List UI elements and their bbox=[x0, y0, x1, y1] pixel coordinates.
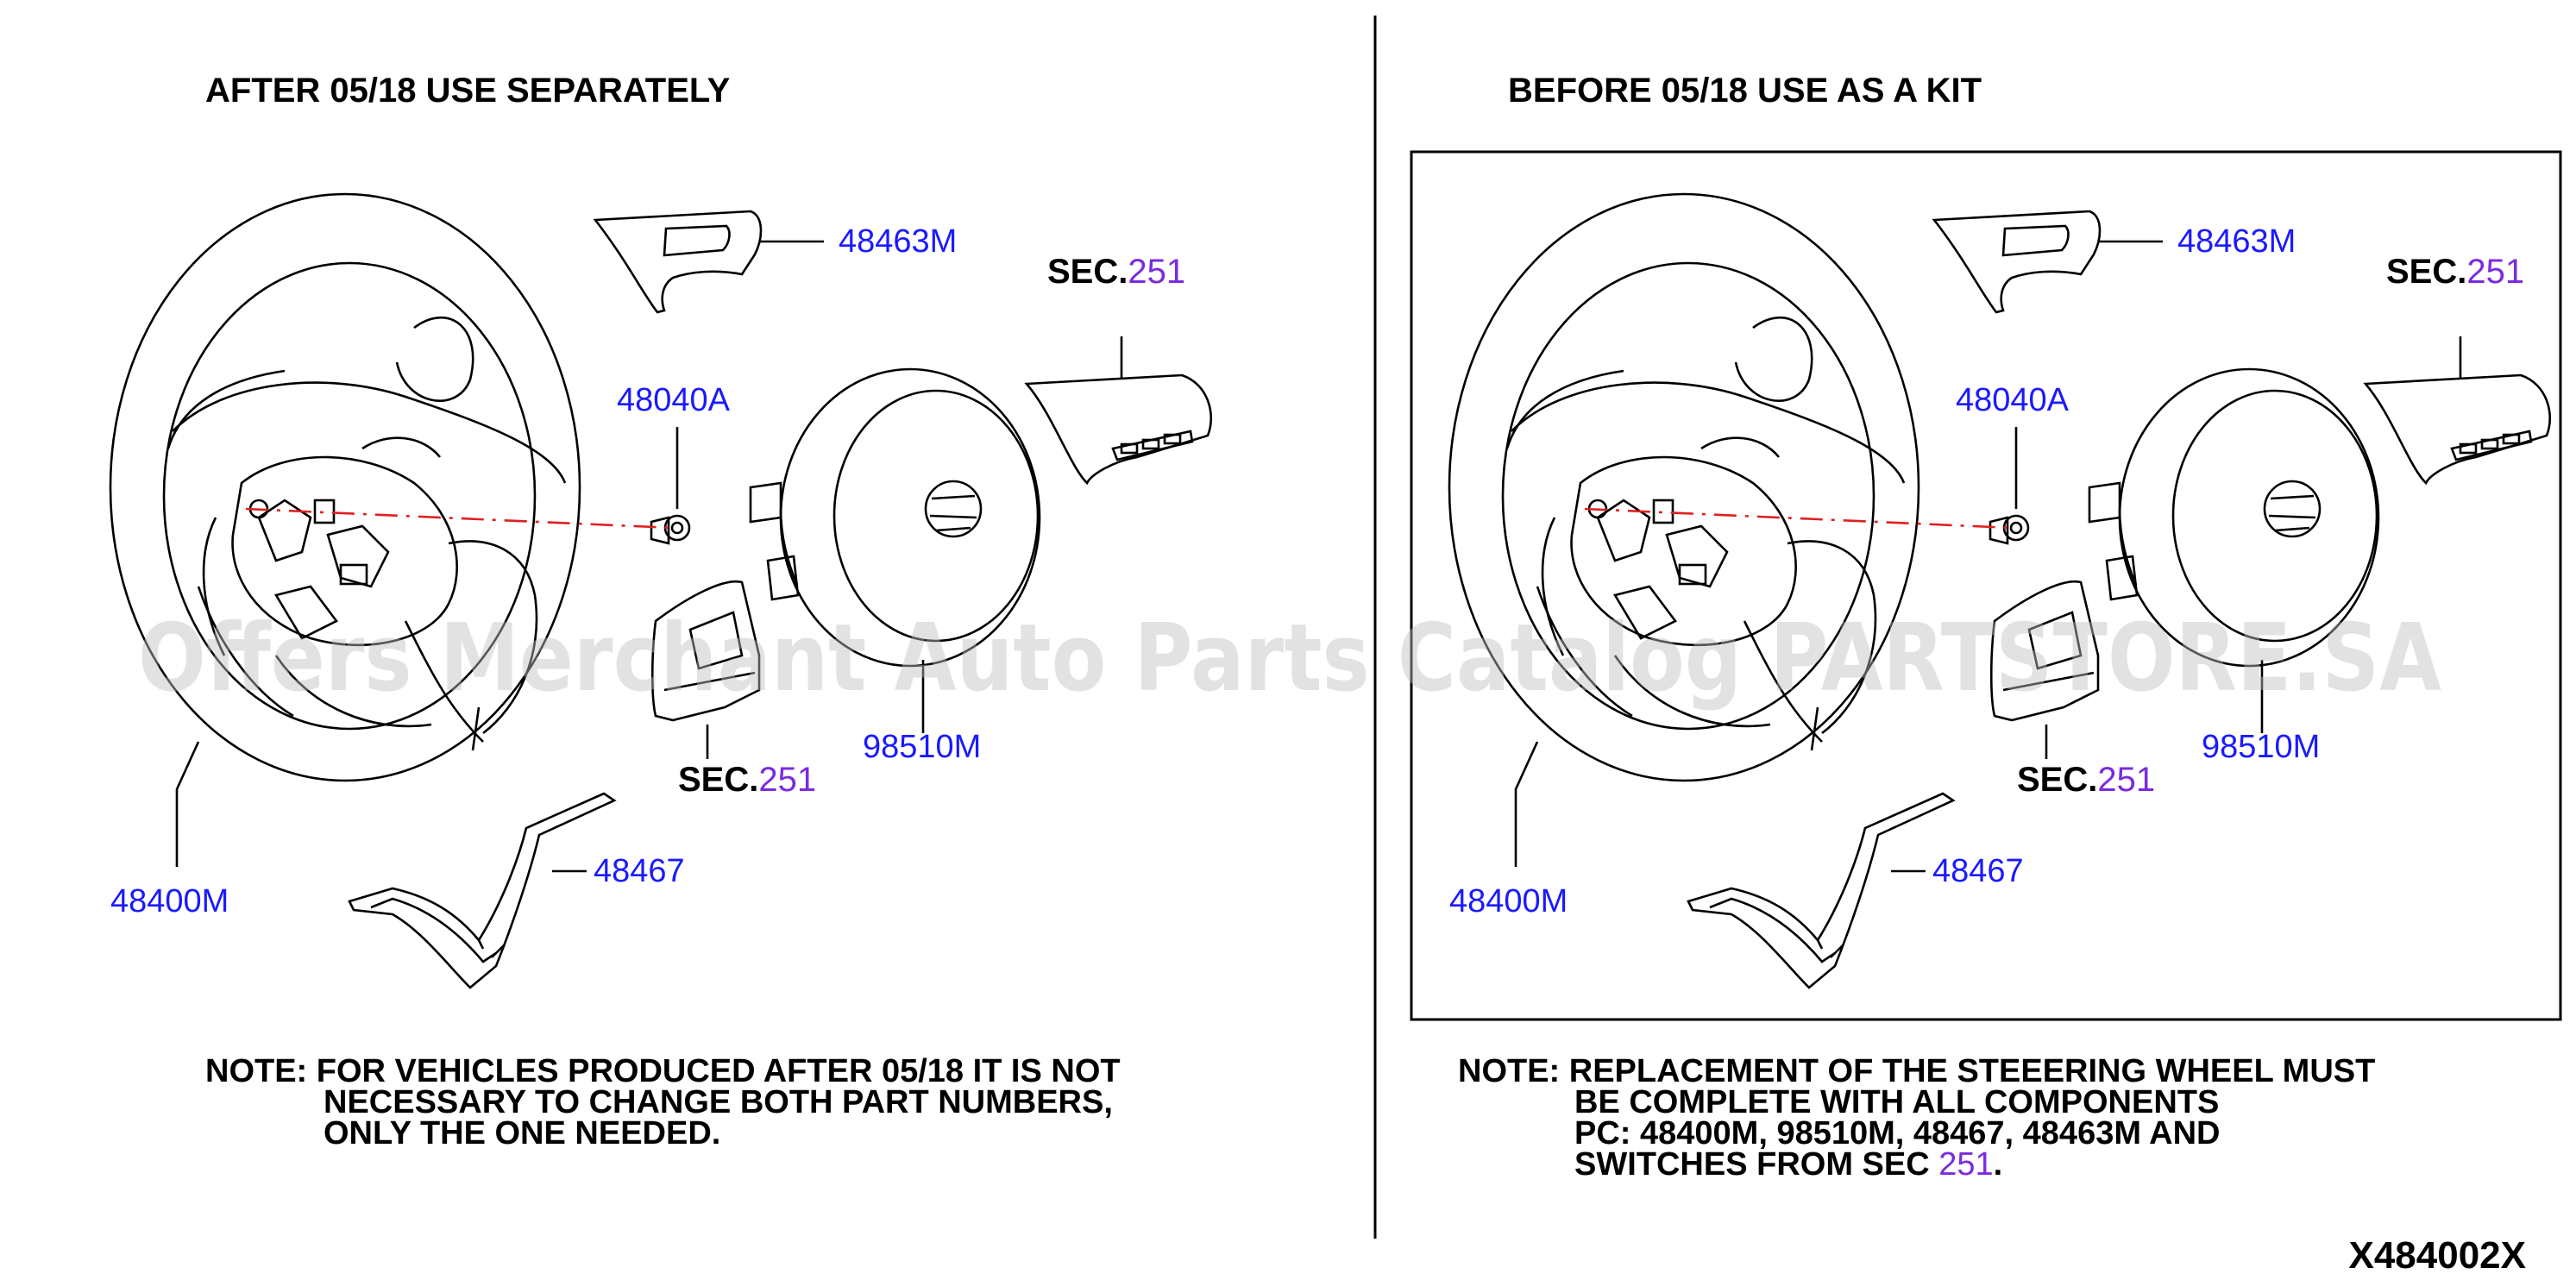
part-label-48040A[interactable]: 48040A bbox=[1956, 382, 2070, 418]
part-label-48400M[interactable]: 48400M bbox=[1449, 883, 1568, 919]
panel-heading-before: BEFORE 05/18 USE AS A KIT bbox=[1508, 72, 1982, 110]
part-label-48467[interactable]: 48467 bbox=[1932, 853, 2024, 889]
sec-251-bottom-link[interactable]: 251 bbox=[758, 761, 816, 799]
sec-251-top-label: SEC.251 bbox=[2386, 253, 2524, 291]
part-label-48463M[interactable]: 48463M bbox=[839, 223, 957, 260]
panel-heading-after: AFTER 05/18 USE SEPARATELY bbox=[205, 72, 731, 110]
sec-251-bottom-link[interactable]: 251 bbox=[2097, 761, 2155, 799]
part-label-48040A[interactable]: 48040A bbox=[617, 382, 731, 418]
note-line-3: PC: 48400M, 98510M, 48467, 48463M AND bbox=[1574, 1115, 2220, 1151]
part-label-48467[interactable]: 48467 bbox=[594, 853, 685, 889]
note-line-2: NECESSARY TO CHANGE BOTH PART NUMBERS, bbox=[324, 1084, 1113, 1120]
note-line-2: BE COMPLETE WITH ALL COMPONENTS bbox=[1574, 1084, 2219, 1120]
sec-251-top-label: SEC.251 bbox=[1047, 253, 1185, 291]
sec-251-top-link[interactable]: 251 bbox=[2466, 253, 2524, 291]
note-line-4: SWITCHES FROM SEC 251. bbox=[1574, 1146, 2002, 1183]
part-label-98510M[interactable]: 98510M bbox=[2202, 729, 2320, 765]
note-line-1: NOTE: REPLACEMENT OF THE STEEERING WHEEL… bbox=[1458, 1053, 2375, 1089]
note-line-3: ONLY THE ONE NEEDED. bbox=[324, 1115, 720, 1151]
panel-before-0518: BEFORE 05/18 USE AS A KIT 48463M 48040A … bbox=[1410, 72, 2562, 1183]
part-label-48400M[interactable]: 48400M bbox=[110, 883, 229, 919]
diagram-code: X484002X bbox=[2348, 1234, 2526, 1277]
sec-251-bottom-label: SEC.251 bbox=[2017, 761, 2155, 799]
part-label-48463M[interactable]: 48463M bbox=[2177, 223, 2296, 260]
panel-after-0518: AFTER 05/18 USE SEPARATELY 48463M 48040A… bbox=[109, 72, 1213, 1151]
sec-251-bottom-label: SEC.251 bbox=[678, 761, 816, 799]
note-line-1: NOTE: FOR VEHICLES PRODUCED AFTER 05/18 … bbox=[205, 1053, 1121, 1089]
watermark-text: Offers Merchant Auto Parts Catalog PARTS… bbox=[138, 605, 2441, 712]
kit-frame bbox=[1410, 150, 2562, 1021]
part-label-98510M[interactable]: 98510M bbox=[863, 729, 981, 765]
sec-251-top-link[interactable]: 251 bbox=[1128, 253, 1185, 291]
note-sec-251-link[interactable]: 251 bbox=[1938, 1146, 1993, 1183]
